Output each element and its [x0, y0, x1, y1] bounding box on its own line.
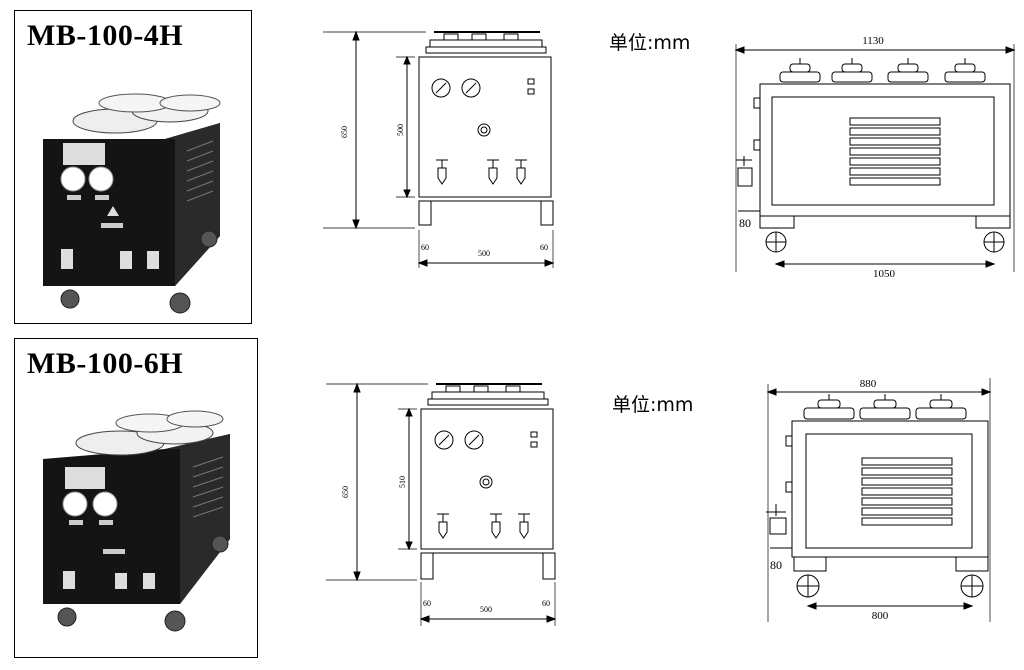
- side-view-2: [766, 378, 992, 622]
- dim-front1-body-height: 500: [396, 124, 405, 136]
- unit-label-1: 单位:mm: [609, 32, 691, 54]
- photo-panel-1: MB-100-4H: [14, 10, 252, 324]
- photo-panel-2: MB-100-6H: [14, 338, 258, 658]
- front-view-1: [323, 30, 555, 268]
- model-title-2: MB-100-6H: [27, 347, 184, 380]
- front-view-1-labels: 650 500 60 500 60: [340, 124, 548, 258]
- side-view-1: [734, 44, 1016, 272]
- dim-front1-total-height: 650: [340, 126, 349, 138]
- dim-side2-wheelbase: 800: [872, 610, 889, 622]
- dim-front2-foot-height: 60: [423, 599, 431, 608]
- dim-side2-total-width: 880: [860, 378, 877, 390]
- front-view-2: [326, 382, 557, 626]
- dim-side1-total-width: 1130: [862, 35, 884, 47]
- dim-front1-width: 500: [478, 249, 490, 258]
- dim-front2-width: 500: [480, 605, 492, 614]
- dim-side1-wheelbase: 1050: [873, 268, 896, 280]
- dim-front1-foot-width: 60: [540, 243, 548, 252]
- machine-photo-2: [43, 410, 230, 632]
- side-view-1-labels: 1130 1050 80: [739, 35, 896, 280]
- dim-front1-foot-height: 60: [421, 243, 429, 252]
- side-view-2-labels: 880 800 80: [770, 378, 889, 622]
- front-view-2-labels: 650 510 60 500 60: [341, 476, 550, 614]
- dim-side1-valve-offset: 80: [739, 216, 751, 230]
- dim-front2-total-height: 650: [341, 486, 350, 498]
- dim-front2-body-height: 510: [398, 476, 407, 488]
- dim-front2-foot-width: 60: [542, 599, 550, 608]
- machine-photo-1: [43, 93, 221, 314]
- model-title-1: MB-100-4H: [27, 19, 184, 52]
- unit-label-2: 单位:mm: [612, 394, 694, 416]
- dim-side2-valve-offset: 80: [770, 558, 782, 572]
